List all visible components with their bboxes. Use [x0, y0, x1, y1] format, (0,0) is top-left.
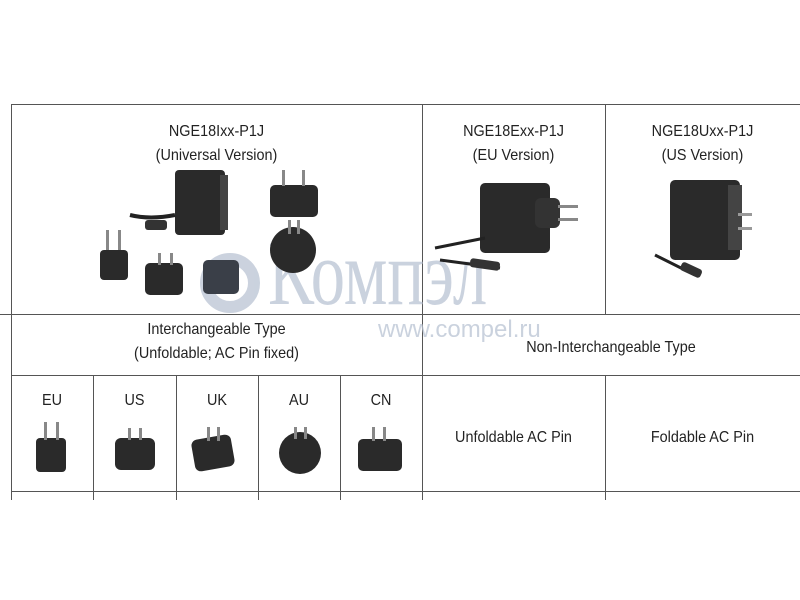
us-adapter-image: [654, 180, 752, 278]
table-border-top: [11, 104, 800, 105]
interchangeable-type-label: Interchangeable Type (Unfoldable; AC Pin…: [32, 318, 402, 366]
model-eu: NGE18Exx-P1J (EU Version): [431, 120, 596, 168]
universal-adapter-image: [100, 170, 318, 295]
col-divider: [93, 375, 94, 500]
interchangeable-note: (Unfoldable; AC Pin fixed): [134, 345, 299, 362]
model-version: (US Version): [661, 147, 744, 164]
non-interchangeable-type-label: Non-Interchangeable Type: [526, 339, 696, 356]
row-divider: [0, 314, 800, 315]
plug-label-uk: UK: [206, 392, 227, 409]
model-name: NGE18Ixx-P1J: [168, 123, 265, 140]
eu-plug-image: [36, 422, 66, 472]
col-divider: [340, 375, 341, 500]
eu-adapter-image: [434, 183, 578, 271]
plug-label-us: US: [124, 392, 145, 409]
model-version: (EU Version): [472, 147, 555, 164]
uk-plug-image: [191, 427, 235, 472]
model-universal: NGE18Ixx-P1J (Universal Version): [32, 120, 402, 168]
unfoldable-ac-pin-label: Unfoldable AC Pin: [455, 429, 572, 446]
interchangeable-title: Interchangeable Type: [147, 321, 286, 338]
watermark-logo: Компэл: [200, 227, 560, 319]
model-name: NGE18Uxx-P1J: [651, 123, 754, 140]
row-divider: [11, 375, 800, 376]
foldable-ac-pin-label: Foldable AC Pin: [650, 429, 755, 446]
col-divider: [605, 375, 606, 500]
col-divider: [605, 104, 606, 315]
us-plug-image: [115, 428, 155, 470]
plug-label-au: AU: [288, 392, 309, 409]
col-divider: [422, 104, 423, 500]
plug-label-cn: CN: [370, 392, 392, 409]
col-divider: [11, 104, 12, 500]
model-us: NGE18Uxx-P1J (US Version): [615, 120, 791, 168]
watermark-url: www.compel.ru: [378, 316, 541, 343]
model-version: (Universal Version): [155, 147, 278, 164]
col-divider: [176, 375, 177, 500]
plug-label-eu: EU: [41, 392, 62, 409]
col-divider: [258, 375, 259, 500]
cn-plug-image: [358, 427, 402, 471]
au-plug-image: [279, 427, 321, 474]
row-divider: [11, 491, 800, 492]
model-name: NGE18Exx-P1J: [463, 123, 564, 140]
